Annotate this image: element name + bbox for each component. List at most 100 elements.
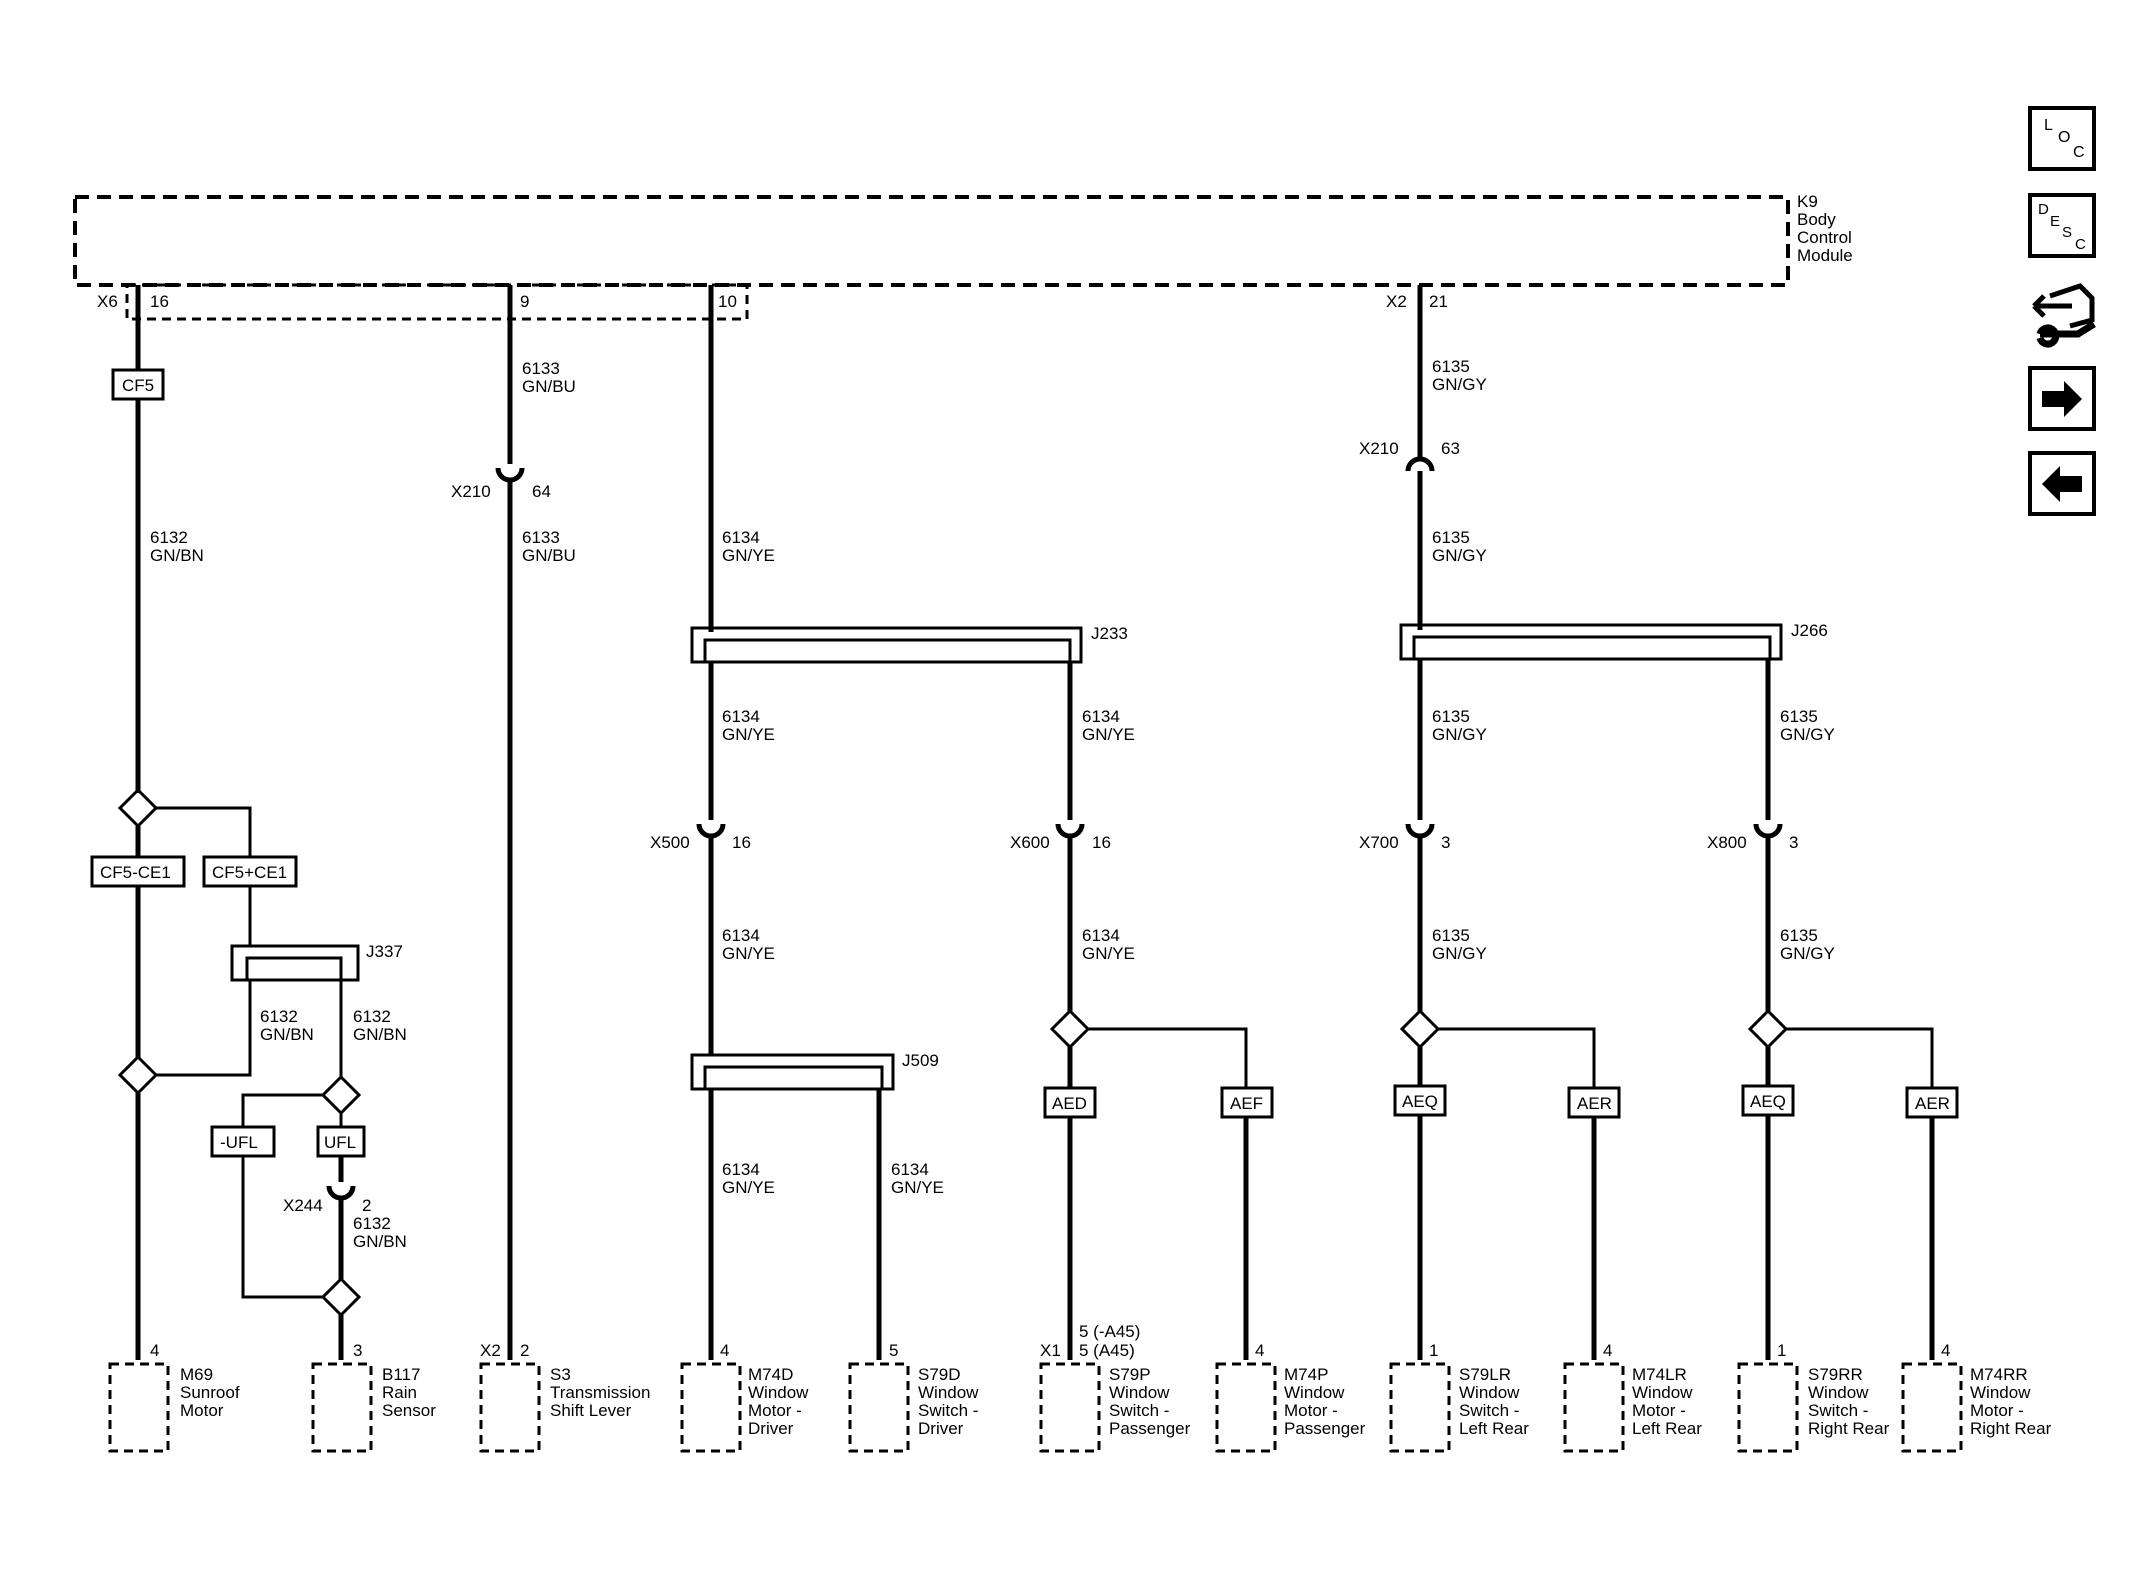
c6134b: GN/YE: [722, 725, 775, 744]
m74lr-pin: 4: [1603, 1341, 1612, 1360]
w6134g: 6134: [891, 1160, 929, 1179]
m74rr-pin: 4: [1941, 1341, 1950, 1360]
m69-name-2: Motor: [180, 1401, 224, 1420]
s79rr-name-3: Right Rear: [1808, 1419, 1890, 1438]
desc-button[interactable]: D E S C: [2028, 193, 2096, 258]
cf5-label: CF5: [122, 376, 154, 395]
ufl-neg: -UFL: [220, 1133, 258, 1152]
pin-10: 10: [718, 292, 737, 311]
desc-letter-e: E: [2050, 213, 2060, 230]
s79rr-name-0: S79RR: [1808, 1365, 1863, 1384]
s3-name-0: S3: [550, 1365, 571, 1384]
component-s79lr: [1389, 1362, 1451, 1453]
loc-letter-c: C: [2073, 144, 2085, 161]
left-arrow-icon: [2042, 466, 2082, 502]
pin-21: 21: [1429, 292, 1448, 311]
s79rr-pin: 1: [1777, 1341, 1786, 1360]
x210a-pin: 64: [532, 482, 551, 501]
back-arrow-button[interactable]: [2028, 451, 2096, 516]
component-s79rr: [1737, 1362, 1799, 1453]
connector-wrench-icon[interactable]: [2032, 283, 2096, 348]
m74d-pin: 4: [720, 1341, 729, 1360]
m74rr-name-1: Window: [1970, 1383, 2031, 1402]
m74d-name-2: Motor -: [748, 1401, 802, 1420]
s79lr-name-1: Window: [1459, 1383, 1520, 1402]
m69-name-1: Sunroof: [180, 1383, 240, 1402]
m74d-name-3: Driver: [748, 1419, 794, 1438]
ufl: UFL: [324, 1133, 356, 1152]
w6133a: 6133: [522, 359, 560, 378]
component-s3: [479, 1362, 541, 1453]
x500-label: X500: [650, 833, 690, 852]
j509-splice: [690, 1053, 895, 1091]
splice-diamond-2: [117, 1054, 159, 1096]
x210-connector-b: [1405, 456, 1435, 472]
m69-name-0: M69: [180, 1365, 213, 1384]
cf5-ce1-minus: CF5-CE1: [100, 863, 171, 882]
w6132a: 6132: [150, 528, 188, 547]
loc-button[interactable]: L O C: [2028, 106, 2096, 171]
m74d-name-0: M74D: [748, 1365, 793, 1384]
forward-arrow-button[interactable]: [2028, 366, 2096, 431]
c6134e: GN/YE: [1082, 944, 1135, 963]
j233-inner: [703, 638, 1072, 664]
j266-splice: [1399, 623, 1783, 661]
desc-letter-c: C: [2075, 236, 2086, 253]
j337-inner: [245, 956, 343, 982]
component-m74d: [680, 1362, 742, 1453]
s79rr-name-2: Switch -: [1808, 1401, 1868, 1420]
s79lr-name-3: Left Rear: [1459, 1419, 1529, 1438]
s3-pin: 2: [520, 1341, 529, 1360]
x700-label: X700: [1359, 833, 1399, 852]
splice-diamond-6: [1399, 1008, 1441, 1050]
module-name-1: Body: [1797, 210, 1836, 229]
s79lr-pin: 1: [1429, 1341, 1438, 1360]
wire-aer1-branch: [1438, 1027, 1596, 1088]
x600-pin: 16: [1092, 833, 1111, 852]
aeq2: AEQ: [1750, 1092, 1786, 1111]
c6134f: GN/YE: [722, 1178, 775, 1197]
splice-diamond-3: [320, 1074, 362, 1116]
s79p-pin: 5 (A45): [1079, 1341, 1135, 1360]
x700-connector: [1405, 823, 1435, 839]
x600-connector: [1055, 823, 1085, 839]
j337-splice: [230, 944, 360, 982]
splice-diamond-4: [320, 1276, 362, 1318]
s79p-name-3: Passenger: [1109, 1419, 1191, 1438]
c6135b: GN/GY: [1432, 546, 1487, 565]
m74lr-name-2: Motor -: [1632, 1401, 1686, 1420]
x800-connector: [1753, 823, 1783, 839]
c6134c: GN/YE: [1082, 725, 1135, 744]
m74p-name-3: Passenger: [1284, 1419, 1366, 1438]
module-name-2: Control: [1797, 228, 1852, 247]
w6135c: 6135: [1432, 707, 1470, 726]
x244-connector: [326, 1185, 356, 1201]
s3-conn: X2: [480, 1341, 501, 1360]
w6134a: 6134: [722, 528, 760, 547]
splice-diamond-5: [1049, 1008, 1091, 1050]
x210a-label: X210: [451, 482, 491, 501]
w6132c: 6132: [353, 1007, 391, 1026]
x2-label: X2: [1386, 292, 1407, 311]
m74rr-name-3: Right Rear: [1970, 1419, 2052, 1438]
m74rr-name-2: Motor -: [1970, 1401, 2024, 1420]
s79d-name-0: S79D: [918, 1365, 961, 1384]
s79p-pin-alt: 5 (-A45): [1079, 1322, 1140, 1341]
j266-label: J266: [1791, 621, 1828, 640]
s79p-conn: X1: [1040, 1341, 1061, 1360]
s79p-name-0: S79P: [1109, 1365, 1151, 1384]
x700-pin: 3: [1441, 833, 1450, 852]
s3-name-2: Shift Lever: [550, 1401, 632, 1420]
w6134e: 6134: [1082, 926, 1120, 945]
w6134c: 6134: [1082, 707, 1120, 726]
component-m74p: [1215, 1362, 1277, 1453]
w6134b: 6134: [722, 707, 760, 726]
m74rr-name-0: M74RR: [1970, 1365, 2028, 1384]
j233-splice: [690, 626, 1083, 664]
c6133b: GN/BU: [522, 546, 576, 565]
m74p-name-0: M74P: [1284, 1365, 1328, 1384]
x244-label: X244: [283, 1196, 323, 1215]
x210-connector-a: [495, 467, 525, 483]
c6135d: GN/GY: [1780, 725, 1835, 744]
